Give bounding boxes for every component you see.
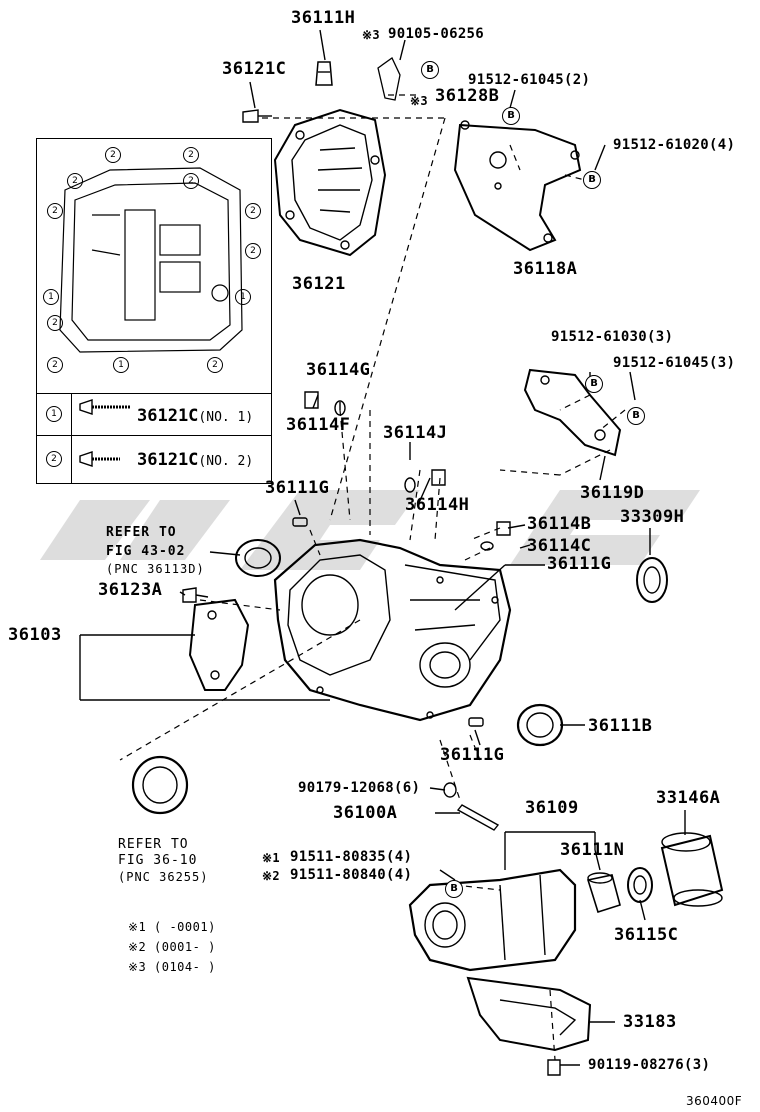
footnote-3: ※3 (0104- ) xyxy=(128,960,216,974)
b-marker: B xyxy=(627,407,645,425)
inset-row-1-marker-cell: 1 xyxy=(37,394,72,436)
part-91511-80840-4[interactable]: 91511-80840(4) xyxy=(290,867,413,883)
bolt-marker: 2 xyxy=(47,203,63,219)
part-90105-06256[interactable]: 90105-06256 xyxy=(388,26,485,42)
inset-row-1: 1 36121C(NO. 1) xyxy=(37,393,271,436)
refer-fig-36-10-line1: REFER TO xyxy=(118,837,189,852)
refer-fig-43-02-line2[interactable]: FIG 43-02 xyxy=(106,544,186,559)
b-marker: B xyxy=(502,107,520,125)
bolt-marker: 2 xyxy=(67,173,83,189)
part-33309H[interactable]: 33309H xyxy=(620,507,685,527)
bolt-marker: 2 xyxy=(207,357,223,373)
part-36121[interactable]: 36121 xyxy=(292,274,346,294)
part-36114G[interactable]: 36114G xyxy=(306,360,371,380)
bolt-marker: 2 xyxy=(47,315,63,331)
refer-fig-36-10-line3: (PNC 36255) xyxy=(118,870,209,884)
part-91511-80835-mark: ※1 xyxy=(262,851,280,865)
part-36119D[interactable]: 36119D xyxy=(580,483,645,503)
part-36115C[interactable]: 36115C xyxy=(614,925,679,945)
bolt-marker: 2 xyxy=(245,203,261,219)
part-91511-80840-mark: ※2 xyxy=(262,869,280,883)
inset-row-2: 2 36121C(NO. 2) xyxy=(37,435,271,484)
part-91512-61045-3[interactable]: 91512-61045(3) xyxy=(613,355,736,371)
row-1-note: (NO. 1) xyxy=(198,410,254,425)
bolt-marker: 2 xyxy=(105,147,121,163)
refer-fig-43-02-line3: (PNC 36113D) xyxy=(106,562,205,576)
part-91512-61045-2[interactable]: 91512-61045(2) xyxy=(468,72,591,88)
part-33183[interactable]: 33183 xyxy=(623,1012,677,1032)
row-2-note: (NO. 2) xyxy=(198,454,254,469)
part-91511-80835-4[interactable]: 91511-80835(4) xyxy=(290,849,413,865)
footnote-1: ※1 ( -0001) xyxy=(128,920,216,934)
part-36111H[interactable]: 36111H xyxy=(291,8,356,28)
b-marker: B xyxy=(585,375,603,393)
part-90105-06256-mark: ※3 xyxy=(362,28,380,42)
row-1-part-number[interactable]: 36121C xyxy=(137,406,199,426)
part-36128B-mark: ※3 xyxy=(410,94,428,108)
bolt-marker: 2 xyxy=(183,173,199,189)
row-2-part-number[interactable]: 36121C xyxy=(137,450,199,470)
part-90179-12068-6[interactable]: 90179-12068(6) xyxy=(298,780,421,796)
inset-row-2-marker-cell: 2 xyxy=(37,436,72,484)
part-36111G-low[interactable]: 36111G xyxy=(440,745,505,765)
part-36100A[interactable]: 36100A xyxy=(333,803,398,823)
part-36118A[interactable]: 36118A xyxy=(513,259,578,279)
inset-row-1-label: 36121C(NO. 1) xyxy=(137,406,253,426)
part-36111B[interactable]: 36111B xyxy=(588,716,653,736)
bolt-marker: 2 xyxy=(183,147,199,163)
figure-code: 360400F xyxy=(686,1094,743,1108)
refer-fig-43-02-line1: REFER TO xyxy=(106,525,177,540)
part-91512-61030-3[interactable]: 91512-61030(3) xyxy=(551,329,674,345)
part-90119-08276-3[interactable]: 90119-08276(3) xyxy=(588,1057,711,1073)
part-36114H[interactable]: 36114H xyxy=(405,495,470,515)
bolt-marker: 2 xyxy=(245,243,261,259)
b-marker: B xyxy=(583,171,601,189)
part-36109[interactable]: 36109 xyxy=(525,798,579,818)
bolt-marker: 2 xyxy=(47,357,63,373)
row-2-circle: 2 xyxy=(46,451,62,467)
footnote-2: ※2 (0001- ) xyxy=(128,940,216,954)
row-1-circle: 1 xyxy=(46,406,62,422)
bolt-position-inset: 2 2 2 2 2 2 2 1 2 1 2 1 2 1 36121C(NO. 1… xyxy=(36,138,272,484)
watermark xyxy=(40,490,700,570)
bolt-marker: 1 xyxy=(43,289,59,305)
part-36128B[interactable]: 36128B xyxy=(435,86,500,106)
part-36111G-mid[interactable]: 36111G xyxy=(547,554,612,574)
part-36121C[interactable]: 36121C xyxy=(222,59,287,79)
part-36114J[interactable]: 36114J xyxy=(383,423,448,443)
refer-fig-36-10-line2[interactable]: FIG 36-10 xyxy=(118,853,198,868)
b-marker: B xyxy=(421,61,439,79)
part-36103[interactable]: 36103 xyxy=(8,625,62,645)
part-91512-61020-4[interactable]: 91512-61020(4) xyxy=(613,137,736,153)
inset-row-2-label: 36121C(NO. 2) xyxy=(137,450,253,470)
part-36114F[interactable]: 36114F xyxy=(286,415,351,435)
bolt-marker: 1 xyxy=(235,289,251,305)
b-marker: B xyxy=(445,880,463,898)
part-36111G-top[interactable]: 36111G xyxy=(265,478,330,498)
bolt-marker: 1 xyxy=(113,357,129,373)
part-36114C[interactable]: 36114C xyxy=(527,536,592,556)
part-36114B[interactable]: 36114B xyxy=(527,514,592,534)
part-36111N[interactable]: 36111N xyxy=(560,840,625,860)
part-36123A[interactable]: 36123A xyxy=(98,580,163,600)
part-33146A[interactable]: 33146A xyxy=(656,788,721,808)
